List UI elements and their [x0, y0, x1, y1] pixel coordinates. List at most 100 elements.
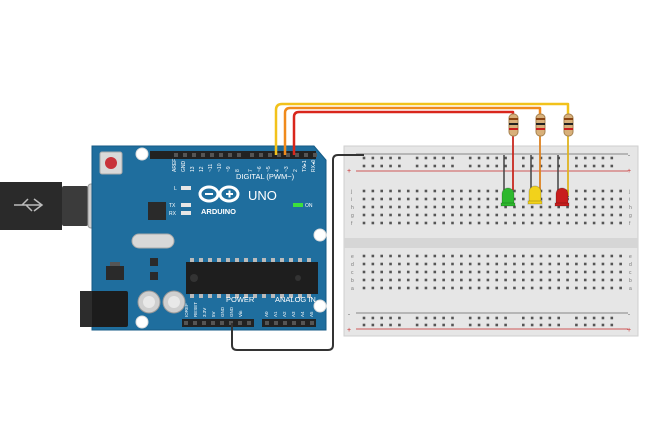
digital-pin	[295, 153, 299, 157]
voltage-regulator	[106, 266, 124, 280]
row-letter: d	[351, 262, 354, 268]
resistors	[508, 113, 574, 137]
digital-pin-label: 4	[275, 169, 281, 172]
analog-pin-label: A0	[264, 311, 269, 317]
green-led	[500, 187, 516, 207]
power-pin-label: GND	[229, 306, 234, 317]
analog-pin-label: A3	[291, 311, 296, 317]
digital-pin	[277, 153, 281, 157]
resistor-1	[508, 113, 519, 137]
digital-pin-label: ~5	[266, 166, 272, 172]
on-label: ON	[305, 203, 313, 209]
brand-label: ARDUINO	[201, 207, 236, 216]
digital-pin-label: ~6	[257, 166, 263, 172]
digital-pin-label: GND	[181, 161, 187, 173]
row-letter: g	[629, 213, 632, 219]
digital-pin-label: 12	[199, 166, 205, 172]
plus-label-bl: +	[347, 327, 351, 334]
plus-label-tr: +	[627, 168, 631, 175]
digital-pin	[210, 153, 214, 157]
power-header-label: POWER	[226, 295, 255, 304]
row-letter: a	[351, 286, 354, 292]
row-letter: e	[629, 254, 632, 260]
power-pin	[247, 321, 251, 325]
digital-pin-label: AREF	[172, 159, 178, 172]
digital-pin	[219, 153, 223, 157]
power-pin-label: Vin	[238, 310, 243, 317]
reset-button-cap	[105, 157, 117, 169]
row-letter: b	[629, 278, 632, 284]
l-label: L	[174, 186, 177, 192]
power-pin	[184, 321, 188, 325]
plus-label-tl: +	[347, 168, 351, 175]
model-label: UNO	[248, 188, 277, 203]
digital-pin	[250, 153, 254, 157]
digital-pin-label: ~9	[226, 166, 232, 172]
row-letter: a	[629, 286, 632, 292]
power-pin-label: 3.3V	[202, 308, 207, 317]
power-pin	[238, 321, 242, 325]
wire-orange	[283, 106, 542, 155]
analog-pin	[310, 321, 314, 325]
analog-pin-label: A2	[282, 311, 287, 317]
wires	[231, 102, 570, 351]
digital-pin	[304, 153, 308, 157]
digital-header-label: DIGITAL (PWM~)	[236, 172, 295, 181]
analog-pin-label: A1	[273, 311, 278, 317]
wire-ground	[231, 154, 364, 351]
analog-pin	[274, 321, 278, 325]
analog-pin	[265, 321, 269, 325]
arduino-logo	[198, 185, 240, 203]
power-pin-label: RESET	[193, 302, 198, 317]
digital-pin	[286, 153, 290, 157]
row-letter: h	[351, 205, 354, 211]
digital-pin-label: 7	[248, 169, 254, 172]
digital-pin	[237, 153, 241, 157]
row-letter: h	[629, 205, 632, 211]
minus-label-br: -	[628, 312, 630, 318]
row-letter: j	[350, 189, 352, 195]
digital-pin-label: 8	[235, 169, 241, 172]
yellow-led	[527, 185, 543, 205]
power-pin-label: 5V	[211, 311, 216, 317]
digital-pin	[259, 153, 263, 157]
red-led	[554, 187, 570, 207]
digital-pin	[183, 153, 187, 157]
breadboard-holes	[362, 156, 622, 327]
row-letter: c	[351, 270, 354, 276]
analog-pin	[301, 321, 305, 325]
digital-pin-label: ~11	[208, 164, 214, 172]
digital-pin	[201, 153, 205, 157]
analog-header-label: ANALOG IN	[275, 295, 316, 304]
analog-header	[262, 319, 316, 327]
analog-pin	[283, 321, 287, 325]
digital-pin-label: TX▸1	[302, 160, 308, 172]
power-pin	[202, 321, 206, 325]
row-letter: b	[351, 278, 354, 284]
row-letter: c	[629, 270, 632, 276]
row-letter: d	[629, 262, 632, 268]
digital-pin	[268, 153, 272, 157]
digital-pin-label: ~3	[284, 166, 290, 172]
l-indicator	[181, 186, 191, 190]
minus-label-tr: -	[628, 153, 630, 159]
row-letter: i	[351, 197, 352, 203]
digital-pin-label: 2	[293, 169, 299, 172]
power-header	[182, 319, 254, 327]
leds	[500, 185, 570, 207]
wire-red	[292, 110, 515, 155]
row-letter: f	[351, 221, 353, 227]
wire-yellow	[274, 102, 570, 155]
digital-pin	[174, 153, 178, 157]
plus-label-br: +	[627, 327, 631, 334]
digital-pin-label: ~10	[217, 163, 223, 172]
digital-pin	[313, 153, 317, 157]
tx-label: TX	[169, 203, 176, 209]
row-letter: e	[351, 254, 354, 260]
minus-label-bl: -	[348, 312, 350, 318]
